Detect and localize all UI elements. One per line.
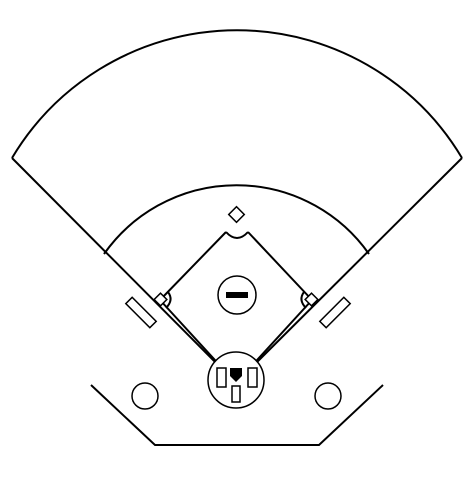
left-batters-box xyxy=(216,367,227,388)
right-on-deck-circle xyxy=(314,382,342,410)
first-base-coaches-box xyxy=(318,296,352,329)
third-base-coaches-box xyxy=(124,296,158,329)
infield-arc xyxy=(103,184,370,255)
right-batters-box xyxy=(247,367,258,388)
left-on-deck-circle xyxy=(131,382,159,410)
left-foul-line xyxy=(11,157,237,384)
base-path-first-to-second xyxy=(247,231,313,301)
pitchers-rubber xyxy=(226,292,248,298)
home-plate xyxy=(230,368,242,382)
right-foul-line xyxy=(235,157,463,384)
first-base-cutout xyxy=(300,291,307,309)
backstop xyxy=(90,384,384,446)
catchers-box xyxy=(231,385,241,403)
first-base xyxy=(304,292,319,307)
third-base xyxy=(153,292,168,307)
outfield-fence xyxy=(11,29,463,159)
second-base-cutout xyxy=(225,231,249,239)
second-base xyxy=(227,205,246,224)
base-path-second-to-third xyxy=(159,231,227,301)
third-base-cutout xyxy=(165,291,172,309)
